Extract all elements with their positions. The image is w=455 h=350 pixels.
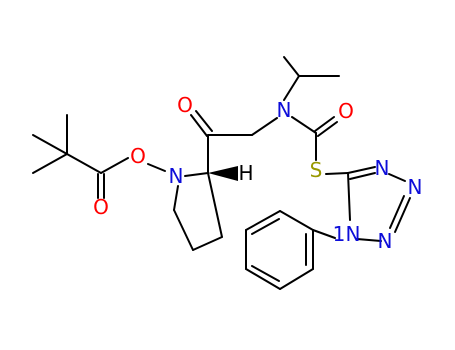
bond-ring-c2-n (184, 172, 209, 177)
bond-ring-c3-c2 (207, 172, 223, 238)
atom-tetrazole-n2: N (408, 175, 423, 199)
atom-tetrazole-n3: N (375, 156, 390, 180)
bond-phenyl-1 (279, 210, 314, 231)
atom-ester-o-double: O (93, 195, 109, 219)
bond-phenyl-inner-1 (251, 218, 280, 235)
atom-pyrrolidine-n: N (169, 164, 184, 188)
bond-o-n (147, 163, 166, 172)
bond-phenyl-inner-2 (251, 265, 280, 282)
bond-n3-n2-double-a (394, 197, 411, 233)
bond-s-c5 (325, 172, 349, 175)
bond-ester-c-o (100, 157, 129, 174)
bond-n4-n3 (388, 173, 406, 182)
bond-phenyl-2 (245, 210, 281, 231)
atom-ester-o-single: O (130, 144, 146, 168)
atom-carbamoyl-o: O (338, 99, 354, 123)
atom-amide-n: N (277, 98, 292, 122)
bond-tbu-carbonyl (66, 153, 102, 174)
bond-c5-n4-double-b (349, 172, 376, 180)
bonds (32, 56, 411, 290)
bond-ketone-co-double-b (195, 110, 213, 132)
bond-ch2-n (251, 117, 278, 136)
bond-n-isopropyl-ch (283, 75, 300, 101)
bond-ketone-co-double-a (190, 114, 208, 137)
bond-ring-n-c5 (173, 185, 179, 211)
atom-stereo-h: H (238, 161, 253, 185)
atom-tetrazole-n-phenyl: N (346, 222, 361, 246)
bond-n-carbamoyl (291, 116, 317, 134)
bond-isopropyl-methyl-left (283, 56, 300, 77)
bond-phenyl-4 (245, 268, 281, 290)
atom-ketone-o: O (177, 93, 193, 117)
bond-ring-c4-c3 (192, 236, 223, 251)
bond-carbamoyl-co-double-a (314, 116, 335, 132)
bond-n1-phenyl (312, 229, 336, 239)
bond-n2-n1 (356, 238, 382, 242)
bond-n3-n2-double-b (389, 195, 405, 229)
atom-labels: O O N H O N O S N N N N 1 (93, 93, 422, 253)
stereo-wedge-bond (208, 166, 238, 181)
bond-phenyl-5 (279, 268, 314, 290)
bond-c5-n4-double-a (347, 166, 376, 174)
bond-tbu-methyl-left-top (32, 134, 68, 155)
atom-locant-1: 1 (333, 222, 346, 246)
bond-tbu-methyl-left-bottom (32, 153, 68, 174)
bond-n1-c5 (347, 172, 351, 221)
atom-tetrazole-n1: N (378, 229, 393, 253)
bond-carbamoyl-co-double-b (317, 121, 338, 137)
bond-ring-c5-c4 (173, 209, 194, 251)
atom-sulfur: S (310, 158, 323, 182)
